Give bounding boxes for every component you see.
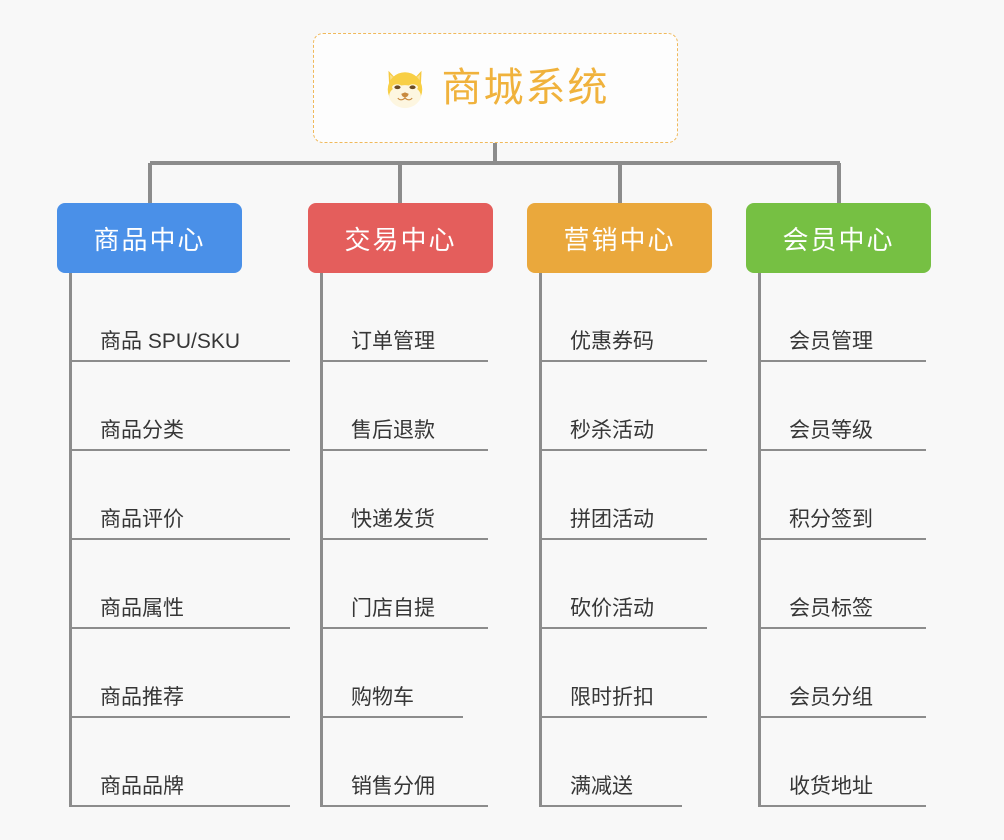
- category-column-4: 会员中心会员管理会员等级积分签到会员标签会员分组收货地址: [746, 203, 931, 807]
- category-column-3: 营销中心优惠券码秒杀活动拼团活动砍价活动限时折扣满减送: [527, 203, 712, 807]
- category-item-list: 优惠券码秒杀活动拼团活动砍价活动限时折扣满减送: [539, 273, 712, 807]
- category-header-label: 交易中心: [344, 224, 457, 255]
- list-item[interactable]: 会员等级: [761, 362, 926, 451]
- list-item-label: 售后退款: [351, 419, 435, 442]
- category-header-label: 会员中心: [782, 224, 895, 255]
- list-item-label: 商品品牌: [100, 775, 184, 798]
- list-item[interactable]: 会员管理: [761, 273, 926, 362]
- category-header-label: 商品中心: [93, 224, 206, 255]
- list-item[interactable]: 销售分佣: [323, 718, 488, 807]
- list-item[interactable]: 快递发货: [323, 451, 488, 540]
- list-item[interactable]: 优惠券码: [542, 273, 707, 362]
- list-item[interactable]: 商品分类: [72, 362, 290, 451]
- list-item-label: 满减送: [570, 775, 633, 798]
- category-header-1[interactable]: 商品中心: [57, 203, 242, 273]
- category-header-4[interactable]: 会员中心: [746, 203, 931, 273]
- list-item-label: 会员管理: [789, 330, 873, 353]
- list-item[interactable]: 商品推荐: [72, 629, 290, 718]
- category-column-2: 交易中心订单管理售后退款快递发货门店自提购物车销售分佣: [308, 203, 493, 807]
- list-item-label: 销售分佣: [351, 775, 435, 798]
- root-title: 商城系统: [441, 66, 610, 110]
- list-item-label: 商品评价: [100, 508, 184, 531]
- category-column-1: 商品中心商品 SPU/SKU 商品分类商品评价商品属性商品推荐商品品牌: [57, 203, 290, 807]
- list-item[interactable]: 拼团活动: [542, 451, 707, 540]
- list-item[interactable]: 秒杀活动: [542, 362, 707, 451]
- list-item[interactable]: 砍价活动: [542, 540, 707, 629]
- category-item-list: 商品 SPU/SKU 商品分类商品评价商品属性商品推荐商品品牌: [69, 273, 290, 807]
- list-item-label: 拼团活动: [570, 508, 654, 531]
- list-item-label: 会员等级: [789, 419, 873, 442]
- list-item-label: 优惠券码: [570, 330, 654, 353]
- list-item-label: 秒杀活动: [570, 419, 654, 442]
- list-item[interactable]: 收货地址: [761, 718, 926, 807]
- category-header-3[interactable]: 营销中心: [527, 203, 712, 273]
- list-item-label: 会员标签: [789, 597, 873, 620]
- list-item-label: 商品属性: [100, 597, 184, 620]
- list-item-label: 限时折扣: [570, 686, 654, 709]
- list-item[interactable]: 会员标签: [761, 540, 926, 629]
- list-item-label: 门店自提: [351, 597, 435, 620]
- list-item-label: 快递发货: [351, 508, 435, 531]
- list-item-label: 收货地址: [789, 775, 873, 798]
- list-item-label: 商品分类: [100, 419, 184, 442]
- list-item-label: 商品推荐: [100, 686, 184, 709]
- list-item[interactable]: 购物车: [323, 629, 463, 718]
- list-item[interactable]: 门店自提: [323, 540, 488, 629]
- list-item[interactable]: 商品 SPU/SKU: [72, 273, 290, 362]
- list-item[interactable]: 会员分组: [761, 629, 926, 718]
- category-header-2[interactable]: 交易中心: [308, 203, 493, 273]
- list-item-label: 购物车: [351, 686, 414, 709]
- list-item-label: 砍价活动: [570, 597, 654, 620]
- list-item-label: 积分签到: [789, 508, 873, 531]
- list-item[interactable]: 商品属性: [72, 540, 290, 629]
- list-item[interactable]: 售后退款: [323, 362, 488, 451]
- shiba-dog-icon: [387, 70, 422, 109]
- category-item-list: 订单管理售后退款快递发货门店自提购物车销售分佣: [320, 273, 493, 807]
- list-item[interactable]: 限时折扣: [542, 629, 707, 718]
- list-item-label: 会员分组: [789, 686, 873, 709]
- list-item-label: 商品 SPU/SKU: [100, 330, 241, 353]
- list-item[interactable]: 订单管理: [323, 273, 488, 362]
- list-item[interactable]: 商品评价: [72, 451, 290, 540]
- list-item[interactable]: 满减送: [542, 718, 682, 807]
- category-item-list: 会员管理会员等级积分签到会员标签会员分组收货地址: [758, 273, 931, 807]
- category-header-label: 营销中心: [563, 224, 676, 255]
- list-item[interactable]: 商品品牌: [72, 718, 290, 807]
- list-item[interactable]: 积分签到: [761, 451, 926, 540]
- list-item-label: 订单管理: [351, 330, 435, 353]
- root-node[interactable]: 商城系统: [313, 33, 678, 143]
